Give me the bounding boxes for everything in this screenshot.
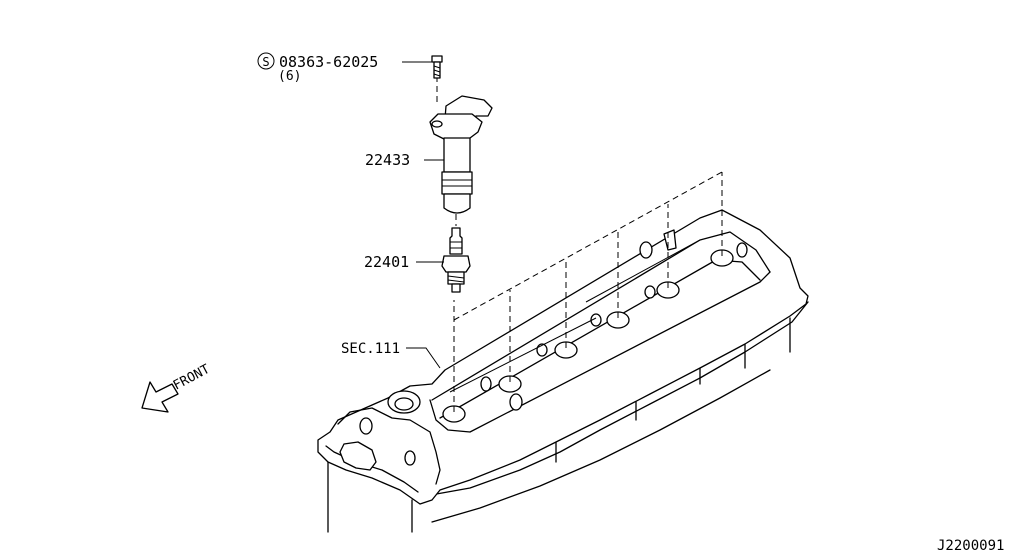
coil-part-number: 22433 [365, 151, 410, 169]
leader-lines [402, 61, 444, 369]
bolt-part-number: 08363-62025 [279, 53, 378, 71]
bolt-quantity: (6) [278, 69, 301, 84]
ignition-coil [429, 95, 493, 214]
front-arrow-icon [141, 381, 179, 413]
spark-plug [441, 227, 471, 293]
section-reference: SEC.111 [341, 341, 400, 357]
rocker-cover [317, 209, 809, 505]
service-symbol-label: S [262, 55, 269, 69]
bolt-callout: S 08363-62025 (6) [257, 52, 378, 84]
assembly-lines [436, 76, 723, 412]
front-label: FRONT [171, 362, 213, 394]
service-symbol-icon [257, 52, 275, 70]
plug-part-number: 22401 [364, 253, 409, 271]
bolt-part [431, 55, 443, 79]
diagram-id: J2200091 [937, 538, 1004, 554]
front-indicator: FRONT [141, 362, 213, 413]
